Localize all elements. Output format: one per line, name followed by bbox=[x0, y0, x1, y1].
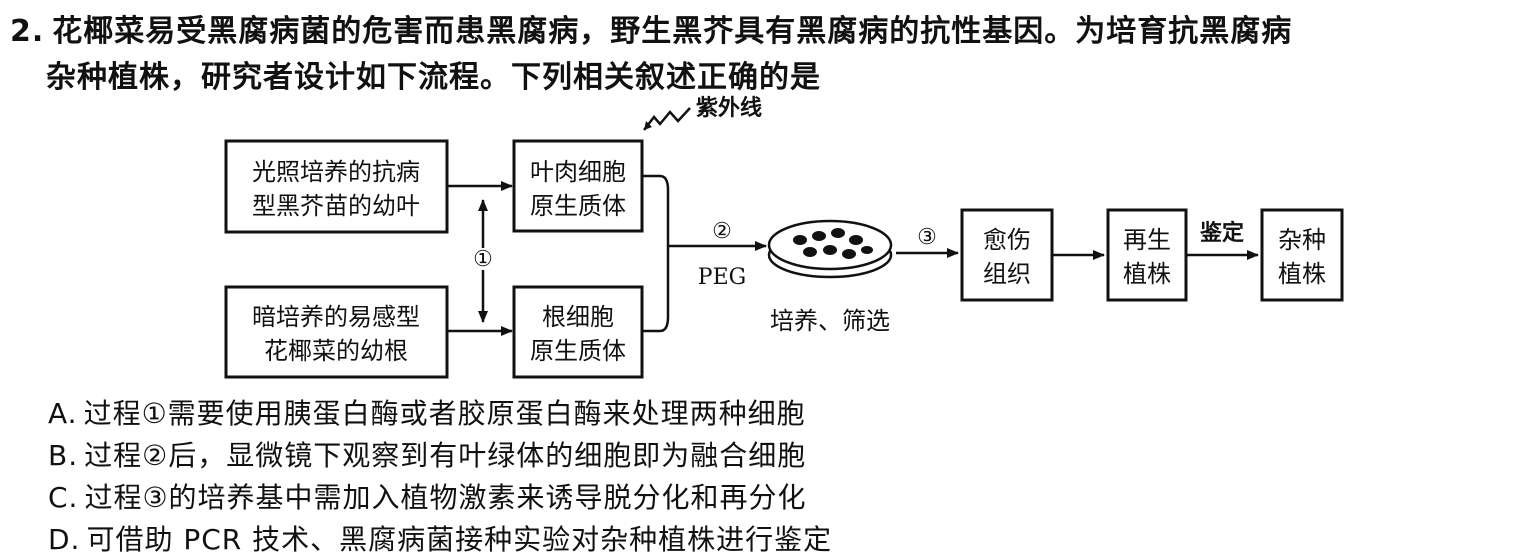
option-c-text: 过程③的培养基中需加入植物激素来诱导脱分化和再分化 bbox=[84, 481, 807, 514]
option-a-letter: A. bbox=[48, 397, 78, 430]
step3-label: ③ bbox=[917, 225, 937, 250]
uv-arrowhead-icon bbox=[644, 121, 652, 130]
identify-label: 鉴定 bbox=[1199, 220, 1244, 246]
box-black-mustard-leaf-line1: 光照培养的抗病 bbox=[252, 158, 420, 186]
step1-label: ① bbox=[473, 247, 493, 272]
box-hybrid-plant-line2: 植株 bbox=[1278, 260, 1326, 288]
box-callus-line2: 组织 bbox=[983, 260, 1031, 288]
box-hybrid-plant-line1: 杂种 bbox=[1278, 226, 1326, 254]
option-d-letter: D. bbox=[48, 523, 81, 556]
box-regenerated-plant-line1: 再生 bbox=[1123, 226, 1171, 254]
option-a: A.过程①需要使用胰蛋白酶或者胶原蛋白酶来处理两种细胞 bbox=[48, 392, 806, 432]
box-cauliflower-root-line2: 花椰菜的幼根 bbox=[264, 337, 408, 365]
box-mesophyll-protoplast-line2: 原生质体 bbox=[530, 192, 626, 220]
box-hybrid-plant bbox=[1260, 208, 1344, 302]
option-b-letter: B. bbox=[48, 439, 79, 472]
box-black-mustard-leaf-line2: 型黑芥苗的幼叶 bbox=[252, 192, 420, 220]
box-cauliflower-root-line1: 暗培养的易感型 bbox=[252, 303, 420, 331]
box-mesophyll-protoplast-line1: 叶肉细胞 bbox=[530, 158, 626, 186]
option-b: B.过程②后，显微镜下观察到有叶绿体的细胞即为融合细胞 bbox=[48, 434, 806, 474]
option-c: C.过程③的培养基中需加入植物激素来诱导脱分化和再分化 bbox=[48, 476, 807, 516]
box-root-protoplast-line2: 原生质体 bbox=[530, 337, 626, 365]
box-mesophyll-protoplast bbox=[512, 139, 644, 233]
question-stem-line-2: 杂种植株，研究者设计如下流程。下列相关叙述正确的是 bbox=[46, 60, 821, 95]
box-root-protoplast-line1: 根细胞 bbox=[542, 303, 614, 331]
option-b-text: 过程②后，显微镜下观察到有叶绿体的细胞即为融合细胞 bbox=[84, 439, 807, 472]
option-d: D.可借助 PCR 技术、黑腐病菌接种实验对杂种植株进行鉴定 bbox=[48, 518, 832, 558]
question-number: 2. bbox=[10, 14, 45, 49]
option-a-text: 过程①需要使用胰蛋白酶或者胶原蛋白酶来处理两种细胞 bbox=[83, 397, 806, 430]
box-callus-line1: 愈伤 bbox=[983, 226, 1031, 254]
option-d-text: 可借助 PCR 技术、黑腐病菌接种实验对杂种植株进行鉴定 bbox=[86, 523, 833, 556]
option-c-letter: C. bbox=[48, 481, 79, 514]
question-stem-line-1: 2.花椰菜易受黑腐病菌的危害而患黑腐病，野生黑芥具有黑腐病的抗性基因。为培育抗黑… bbox=[10, 6, 1292, 50]
uv-zigzag-icon bbox=[643, 107, 691, 131]
step2-label: ② bbox=[712, 219, 732, 244]
dish-caption: 培养、筛选 bbox=[770, 307, 890, 335]
question-stem-text-1: 花椰菜易受黑腐病菌的危害而患黑腐病，野生黑芥具有黑腐病的抗性基因。为培育抗黑腐病 bbox=[52, 14, 1293, 49]
merge-line-top bbox=[642, 174, 670, 246]
box-regenerated-plant-line2: 植株 bbox=[1123, 260, 1171, 288]
merge-line-bottom bbox=[642, 246, 670, 333]
colonies bbox=[793, 228, 873, 259]
peg-label: PEG bbox=[698, 265, 746, 290]
uv-label: 紫外线 bbox=[696, 95, 762, 121]
